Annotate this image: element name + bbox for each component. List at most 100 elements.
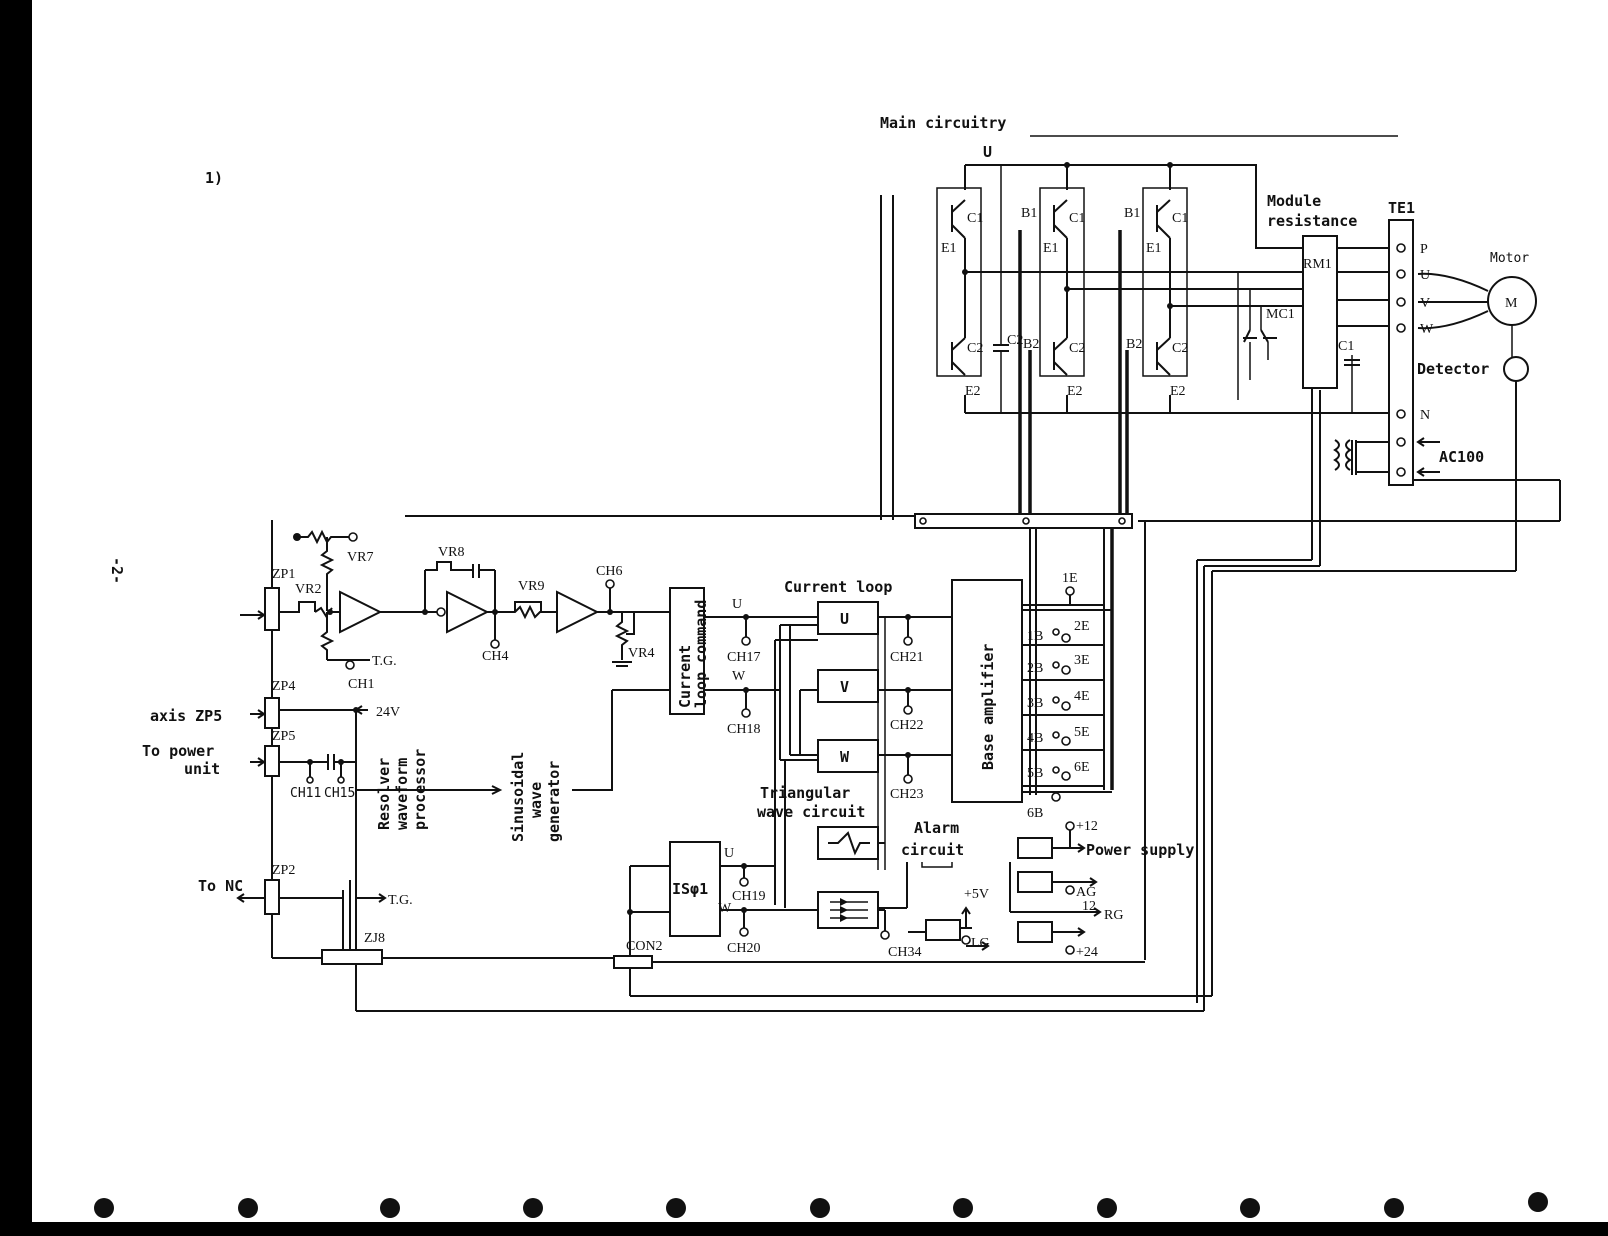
vr2-label: VR2 (295, 582, 321, 597)
ch22-label: CH22 (890, 718, 923, 733)
out-3e: 3E (1074, 653, 1090, 668)
left-border-bar (0, 0, 32, 1236)
block-v-label: V (840, 678, 849, 696)
t2-b2: B2 (1023, 337, 1039, 352)
base-drive-wiring (405, 230, 1561, 960)
isphi-label: ISφ1 (672, 880, 708, 898)
con2-label: CON2 (626, 939, 663, 954)
resolver-line2: waveform (393, 758, 411, 830)
ac100-label: AC100 (1439, 448, 1484, 466)
rg-label: RG (1104, 908, 1123, 923)
clc-line1: Current (676, 645, 694, 708)
section-label: 1) (205, 169, 223, 187)
zp2-connector (264, 879, 280, 915)
plus24-label: +24 (1076, 945, 1098, 960)
v24-label: 24V (376, 705, 400, 720)
t3-e1: E1 (1146, 241, 1162, 256)
ch6-label: CH6 (596, 564, 622, 579)
out-1b: 1B (1027, 629, 1043, 644)
ch34-label: CH34 (888, 945, 921, 960)
ps-block-5v (925, 919, 961, 941)
module-resistance-line2: resistance (1267, 212, 1357, 230)
ag-label: AG (1076, 885, 1096, 900)
current-loop-command-block (669, 587, 705, 715)
c1-cap-label: C1 (1338, 339, 1354, 354)
ch21-label: CH21 (890, 650, 923, 665)
to-power-unit-line1: To power (142, 742, 214, 760)
zp5-connector (264, 745, 280, 777)
ps-block-1 (1017, 837, 1053, 859)
t1-e2: E2 (965, 384, 981, 399)
ch20-label: CH20 (727, 941, 760, 956)
mc1-contactor: MC1 (1237, 272, 1295, 400)
out-4e: 4E (1074, 689, 1090, 704)
block-v (817, 669, 879, 703)
t2-b1: B1 (1021, 206, 1037, 221)
plus12-label: +12 (1076, 819, 1098, 834)
clc-line2: loop command (692, 600, 710, 708)
t2-c2: C2 (1069, 341, 1085, 356)
block-w-label: W (840, 748, 850, 766)
ch23-label: CH23 (890, 787, 923, 802)
to-nc-label: To NC (198, 877, 243, 895)
rm1-block (1302, 235, 1338, 389)
te1-u: U (1420, 268, 1430, 283)
motor-m: M (1505, 296, 1518, 311)
isphi-w-label: W (718, 901, 732, 916)
main-phase-u: U (983, 143, 992, 161)
t2-e2: E2 (1067, 384, 1083, 399)
rm1-label: RM1 (1303, 257, 1332, 272)
out-2b: 2B (1027, 661, 1043, 676)
t3-c1: C1 (1172, 211, 1188, 226)
out-3b: 3B (1027, 696, 1043, 711)
ch4-label: CH4 (482, 649, 508, 664)
isphi-block (669, 841, 721, 937)
to-power-unit-line2: unit (184, 760, 220, 778)
te1-w: W (1420, 322, 1434, 337)
transistor-leg-2: B1 C1 E1 B2 C2 E2 (1021, 187, 1085, 399)
clc-w-label: W (732, 669, 746, 684)
axis-zp5-label: axis ZP5 (150, 707, 222, 725)
tg2-label: T.G. (388, 893, 413, 908)
main-circuitry-title: Main circuitry (880, 114, 1006, 132)
zp5-label: ZP5 (272, 729, 295, 744)
vr4-label: VR4 (628, 646, 654, 661)
t3-e2: E2 (1170, 384, 1186, 399)
amp-3 (556, 590, 600, 634)
isphi-u-label: U (724, 846, 734, 861)
amp-1 (339, 590, 383, 634)
zp4-connector (264, 697, 280, 729)
out-1e: 1E (1062, 571, 1078, 586)
ch19-label: CH19 (732, 889, 765, 904)
zj8-connector (321, 949, 383, 965)
motor-label: Motor (1490, 251, 1529, 266)
t3-c2: C2 (1172, 341, 1188, 356)
ps-block-2 (1017, 871, 1053, 893)
bottom-border-bar (32, 1222, 1608, 1236)
ps-block-3 (1017, 921, 1053, 943)
vr7-label: VR7 (347, 550, 373, 565)
vr8-label: VR8 (438, 545, 464, 560)
base-amplifier-block (951, 579, 1023, 803)
triangular-line2: wave circuit (757, 803, 865, 821)
out-4b: 4B (1027, 731, 1043, 746)
out-5e: 5E (1074, 725, 1090, 740)
mc1-label: MC1 (1266, 307, 1295, 322)
block-u-label: U (840, 610, 849, 628)
resolver-line1: Resolver (375, 758, 393, 830)
zp1-connector (264, 587, 280, 631)
page-number: -2- (108, 557, 126, 584)
t1-c1: C1 (967, 211, 983, 226)
sinusoidal-line2: wave (527, 782, 545, 818)
power-supply-label: Power supply (1086, 841, 1194, 859)
te1-n: N (1420, 408, 1430, 423)
detector-label: Detector (1417, 360, 1489, 378)
out-5b: 5B (1027, 766, 1043, 781)
main-circuitry: Main circuitry U C1 E1 C2 (880, 114, 1537, 572)
ch18-label: CH18 (727, 722, 760, 737)
zp2-label: ZP2 (272, 863, 295, 878)
con2-connector (613, 955, 653, 969)
te1-v: V (1420, 296, 1430, 311)
detector-symbol (1503, 356, 1529, 382)
clc-u-label: U (732, 597, 742, 612)
